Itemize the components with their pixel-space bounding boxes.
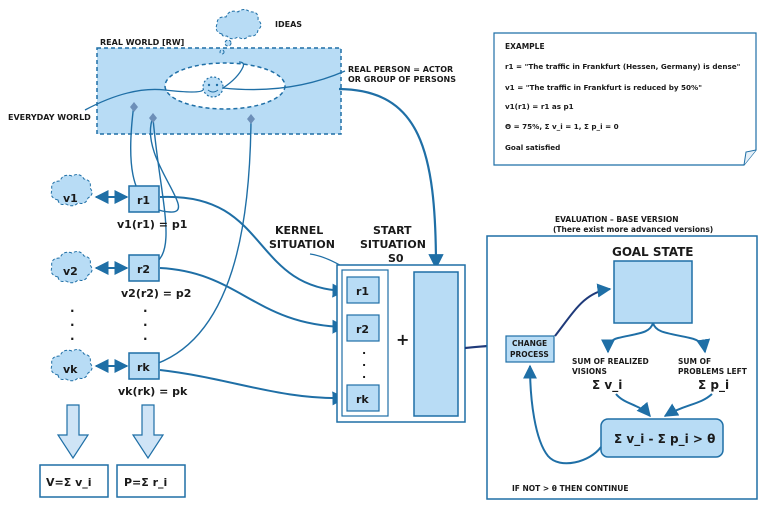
ellipsis-dot: . [70,329,75,343]
sum-problems-text: P=Σ r_i [124,476,167,489]
mapping-text: v1(r1) = p1 [117,218,187,231]
everyday-world-label: EVERYDAY WORLD [8,113,91,122]
kernel-item-label: r1 [356,285,369,298]
change-to-goal-arrow [554,283,612,337]
formula-box [600,418,724,458]
reality-to-kernel-arrow [159,369,347,406]
evaluation-title: EVALUATION – BASE VERSION [555,215,679,224]
evaluation-subtitle: (There exist more advanced versions) [553,225,713,234]
reality-box [128,185,160,213]
kernel-label-2: SITUATION [269,238,335,251]
continue-label: IF NOT > θ THEN CONTINUE [512,484,629,493]
goal-to-problems-arrow [652,322,711,354]
continue-loop-arrow [523,364,602,465]
sum-visions-box [39,464,109,498]
start-label-1: START [373,224,412,237]
vision-label: v1 [63,192,78,205]
reality-box [128,352,160,380]
mapping-text: vk(rk) = pk [118,385,188,398]
rw-link-3 [149,119,252,367]
problems-label-1: SUM OF [678,357,711,366]
diamond-icon [149,113,157,123]
ideas-label: IDEAS [275,20,302,29]
problems-to-formula-arrow [663,393,713,417]
ellipsis-dot: . [143,315,148,329]
kernel-item [346,276,380,304]
goal-state-box [613,260,693,324]
vision-cloud-icon: v1 [50,174,93,207]
ellipsis-dot: . [362,356,366,369]
reality-label: r1 [137,194,150,207]
example-line: Goal satisfied [505,143,560,152]
example-line: r1 = "The traffic in Frankfurt (Hessen, … [505,62,741,71]
kernel-item-label: r2 [356,323,369,336]
real-person-label-2: OR GROUP OF PERSONS [348,75,456,84]
diamond-icon [130,102,138,112]
kernel-item [346,384,380,412]
problems-label-2: PROBLEMS LEFT [678,367,748,376]
diamond-icon [247,114,255,124]
person-smiley-icon [202,76,224,98]
ellipsis-dot: . [70,315,75,329]
sum-visions-text: V=Σ v_i [46,476,92,489]
formula-text: Σ v_i - Σ p_i > θ [614,432,715,447]
plus-sign: + [396,330,409,349]
context-box [413,271,459,417]
example-line: v1 = "The traffic in Frankfurt is reduce… [505,83,702,92]
vision-cloud-icon: v2 [50,251,93,284]
vision-label: v2 [63,265,78,278]
vision-cloud-icon: vk [50,349,93,382]
real-world-title: REAL WORLD [RW] [100,38,184,47]
example-note [493,32,757,166]
ellipsis-dot: . [362,344,366,357]
goal-to-realized-arrow [601,322,654,354]
change-process-label-1: CHANGE [512,339,547,348]
mapping-text: v2(r2) = p2 [121,287,191,300]
actor-line [222,70,346,91]
down-block-arrow-icon [131,404,165,460]
reality-to-kernel-arrow [159,195,347,298]
ideas-cloud-icon [215,9,262,55]
example-line: Θ = 75%, Σ v_i = 1, Σ p_i = 0 [505,122,619,131]
ellipsis-dot: . [362,368,366,381]
sum-problems-box [116,464,186,498]
ellipsis-dot: . [143,329,148,343]
reality-to-kernel-arrow [159,267,347,334]
reality-label: r2 [137,263,150,276]
realized-to-formula-arrow [615,393,651,418]
realized-label-1: SUM OF REALIZED [572,357,649,366]
start-label-3: S0 [388,252,404,265]
kernel-label-1: KERNEL [275,224,323,237]
person-link [222,61,245,89]
ellipsis-dot: . [70,301,75,315]
reality-label: rk [137,361,150,374]
everyday-line [84,88,204,111]
change-process-box[interactable] [505,335,555,363]
change-process-label-2: PROCESS [510,350,549,359]
actor-arrow [338,87,444,270]
realized-label-2: VISIONS [572,367,607,376]
down-block-arrow-icon [56,404,90,460]
realized-symbol: Σ v_i [592,378,622,393]
example-line: v1(r1) = r1 as p1 [505,102,574,111]
kernel-item-label: rk [356,393,369,406]
ellipsis-dot: . [143,301,148,315]
kernel-item [346,314,380,342]
problems-symbol: Σ p_i [698,378,729,393]
start-label-2: SITUATION [360,238,426,251]
vision-label: vk [63,363,78,376]
rw-link-1 [129,103,180,213]
goal-state-label: GOAL STATE [612,245,693,259]
reality-box [128,254,160,282]
example-heading: EXAMPLE [505,42,545,51]
real-person-label-1: REAL PERSON = ACTOR [348,65,453,74]
